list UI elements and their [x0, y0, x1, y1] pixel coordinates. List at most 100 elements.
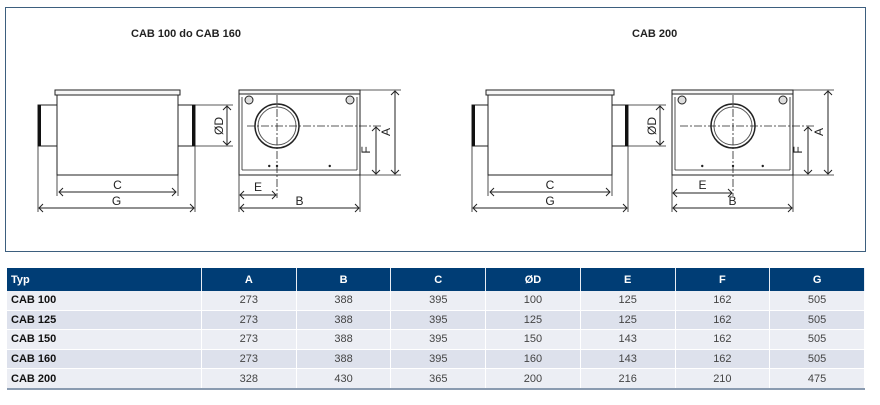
value-cell: 200: [485, 368, 581, 390]
dimension-label-B: B: [728, 194, 736, 208]
value-cell: 125: [580, 291, 676, 311]
dim-b-arrow: [239, 203, 245, 213]
dim-a-arrow: [390, 169, 400, 175]
value-cell: 273: [201, 310, 297, 331]
front-lid: [238, 89, 361, 95]
duct-ring-left: [472, 105, 475, 146]
dimension-label-C: C: [546, 178, 555, 192]
dim-g-arrow: [472, 203, 478, 213]
dimension-label-E: E: [698, 178, 706, 192]
value-cell: 125: [485, 310, 581, 331]
value-cell: 395: [390, 329, 487, 350]
value-cell: 160: [485, 349, 581, 370]
dim-f-arrow: [803, 169, 813, 175]
duct-ring-left: [38, 105, 41, 146]
row-type-cell: CAB 160: [7, 349, 202, 370]
row-type-cell: CAB 200: [7, 368, 202, 390]
value-cell: 100: [485, 291, 581, 311]
lid: [485, 89, 615, 96]
front-lid: [671, 89, 794, 95]
dim-a-arrow: [823, 169, 833, 175]
value-cell: 273: [201, 349, 297, 370]
screw-dot: [328, 164, 331, 168]
dim-g-arrow: [189, 203, 195, 213]
dimension-label-F: F: [791, 146, 805, 153]
dim-d-arrow: [222, 140, 232, 146]
dimension-label-D: ØD: [645, 117, 659, 135]
value-cell: 388: [296, 291, 392, 311]
column-header: A: [201, 268, 297, 291]
lid: [54, 89, 181, 96]
dimension-label-F: F: [359, 146, 373, 153]
dimension-label-G: G: [545, 194, 554, 208]
value-cell: 273: [201, 291, 297, 311]
dim-d-arrow: [655, 105, 665, 111]
dim-c-arrow: [171, 187, 177, 197]
dimension-label-D: ØD: [212, 117, 226, 135]
dimension-label-B: B: [295, 194, 303, 208]
value-cell: 395: [390, 349, 487, 370]
screw-dot: [701, 164, 704, 168]
dimension-drawing-panel: [5, 7, 866, 252]
dim-c-arrow: [58, 187, 64, 197]
dimension-label-A: A: [812, 128, 826, 136]
dim-a-arrow: [390, 90, 400, 96]
value-cell: 388: [296, 349, 392, 370]
screw-dot: [761, 164, 764, 168]
dim-c-arrow: [489, 187, 495, 197]
row-type-cell: CAB 150: [7, 329, 202, 350]
dim-e-arrow: [271, 190, 277, 200]
dimension-label-E: E: [254, 180, 262, 194]
latch-icon: [677, 95, 687, 105]
value-cell: 162: [675, 310, 771, 331]
column-header: Typ: [7, 268, 202, 291]
dim-f-arrow: [371, 126, 381, 132]
column-header: E: [580, 268, 676, 291]
screw-dot: [731, 164, 735, 168]
value-cell: 162: [675, 329, 771, 350]
dim-e-arrow: [727, 188, 733, 198]
dim-g-arrow: [38, 203, 44, 213]
column-header: ØD: [485, 268, 581, 291]
latch-icon: [778, 95, 788, 105]
row-type-cell: CAB 125: [7, 310, 202, 331]
value-cell: 162: [675, 349, 771, 370]
column-header: F: [675, 268, 771, 291]
dimension-label-A: A: [379, 128, 393, 136]
value-cell: 505: [769, 349, 865, 370]
latch-icon: [345, 95, 355, 105]
value-cell: 273: [201, 329, 297, 350]
value-cell: 328: [201, 368, 297, 390]
dim-b-arrow: [787, 203, 793, 213]
dim-c-arrow: [605, 187, 611, 197]
screw-dot: [275, 164, 279, 168]
diagram-title-cab200: CAB 200: [632, 28, 678, 40]
duct-ring-right: [625, 105, 628, 146]
column-header: G: [769, 268, 865, 291]
value-cell: 143: [580, 349, 676, 370]
value-cell: 475: [769, 368, 865, 390]
dimension-label-G: G: [112, 194, 121, 208]
value-cell: 143: [580, 329, 676, 350]
value-cell: 388: [296, 329, 392, 350]
value-cell: 210: [675, 368, 771, 390]
value-cell: 162: [675, 291, 771, 311]
dim-d-arrow: [655, 140, 665, 146]
side-view-body: [56, 94, 179, 176]
column-header: C: [390, 268, 487, 291]
value-cell: 395: [390, 291, 487, 311]
value-cell: 505: [769, 310, 865, 331]
dim-b-arrow: [354, 203, 360, 213]
dim-d-arrow: [222, 105, 232, 111]
value-cell: 150: [485, 329, 581, 350]
dimension-label-C: C: [113, 178, 122, 192]
dim-f-arrow: [803, 126, 813, 132]
value-cell: 365: [390, 368, 487, 390]
value-cell: 430: [296, 368, 392, 390]
dim-a-arrow: [823, 90, 833, 96]
